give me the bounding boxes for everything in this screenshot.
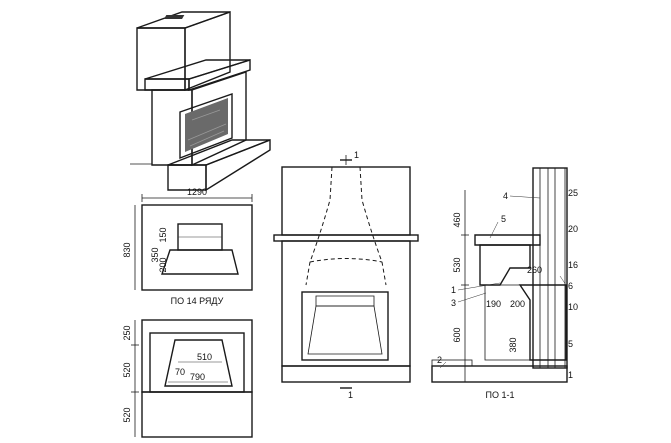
row-1: 1 [568,370,573,380]
axis-bottom: 1 [348,390,353,400]
dim-depth: 830 [122,242,132,257]
dim-190: 190 [486,299,501,309]
dim-inner-790: 790 [190,372,205,382]
callout-2: 2 [437,355,442,365]
plan-row-14: 1290 830 350 150 200 ПО 14 РЯДУ [122,187,253,306]
dim-h-460: 460 [452,212,462,227]
axis-top: 1 [354,150,359,160]
row-5: 5 [568,339,573,349]
front-elevation: 1 1 [273,150,419,400]
row-16: 16 [568,260,578,270]
plan-caption: ПО 14 РЯДУ [171,296,224,306]
dim-inner-1: 350 [150,247,160,262]
dim-side-3: 520 [122,407,132,422]
perspective-view [130,11,271,192]
dim-260: 260 [527,265,542,275]
section-1-1: 460 530 600 260 190 200 380 1 2 3 4 5 6 … [431,167,578,400]
callout-1: 1 [451,285,456,295]
row-20: 20 [568,224,578,234]
dim-h-600: 600 [452,327,462,342]
callout-3: 3 [451,298,456,308]
dim-inner-70: 70 [175,367,185,377]
row-25: 25 [568,188,578,198]
dim-inner-3: 200 [158,257,168,272]
callout-5: 5 [501,214,506,224]
dim-side-1: 250 [122,325,132,340]
section-caption: ПО 1-1 [486,390,515,400]
plan-hearth: 250 520 520 510 70 790 [122,319,253,438]
dim-width: 1290 [187,187,207,197]
row-10: 10 [568,302,578,312]
dim-inner-510: 510 [197,352,212,362]
dim-inner-2: 150 [158,227,168,242]
dim-h-530: 530 [452,257,462,272]
callout-6: 6 [568,281,573,291]
callout-4: 4 [503,191,508,201]
dim-side-2: 520 [122,362,132,377]
dim-200: 200 [510,299,525,309]
dim-380: 380 [508,337,518,352]
